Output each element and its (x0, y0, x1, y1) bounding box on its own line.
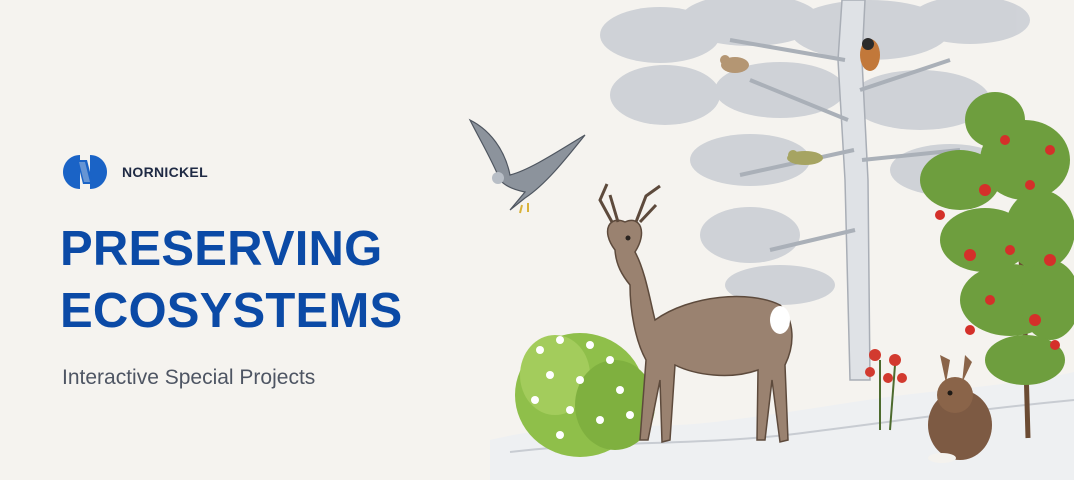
harrier-bird (468, 118, 586, 214)
page-subtitle: Interactive Special Projects (62, 366, 316, 389)
pine-tree (600, 0, 1030, 381)
brand[interactable]: NORNICKEL (62, 154, 208, 190)
nornickel-logo-icon (63, 155, 107, 189)
page-title: PRESERVING ECOSYSTEMS (60, 218, 402, 342)
red-flowers (865, 349, 907, 431)
deer (598, 183, 793, 443)
nature-illustration (468, 0, 1074, 480)
rowan-tree (920, 92, 1074, 439)
title-line-2: ECOSYSTEMS (60, 284, 403, 338)
small-birds (720, 38, 880, 165)
title-line-1: PRESERVING (60, 222, 383, 276)
hare (928, 355, 992, 463)
brand-name: NORNICKEL (122, 164, 208, 180)
flowering-shrub (515, 333, 655, 457)
